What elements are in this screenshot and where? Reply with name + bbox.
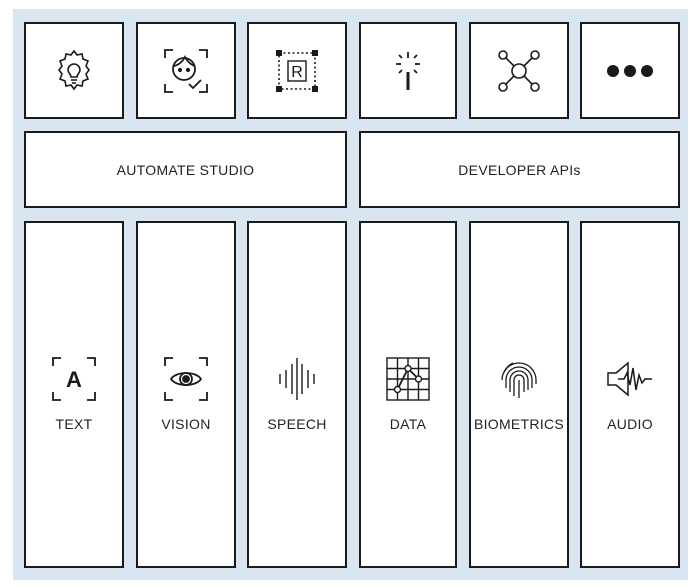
capability-label: TEXT [55, 416, 93, 432]
svg-text:R: R [291, 64, 303, 81]
capability-vision: VISION [136, 221, 236, 568]
automate-studio-box: AUTOMATE STUDIO [24, 131, 347, 208]
more-dots-icon [607, 64, 653, 77]
network-nodes-icon [498, 49, 540, 92]
developer-apis-label: DEVELOPER APIs [458, 161, 581, 178]
capability-audio: AUDIO [580, 221, 680, 568]
capability-label: SPEECH [267, 416, 327, 432]
tile-face-recognition [136, 22, 236, 119]
data-grid-icon [386, 357, 430, 401]
automate-studio-label: AUTOMATE STUDIO [116, 161, 255, 178]
rpa-r-icon: R [276, 49, 318, 92]
face-recognition-icon [164, 48, 208, 93]
capability-biometrics: BIOMETRICS [469, 221, 569, 568]
tile-more [580, 22, 680, 119]
diagram-frame: R AUTOMATE STUDIO DEVE [13, 9, 688, 580]
tile-rpa: R [247, 22, 347, 119]
capability-label: AUDIO [607, 416, 653, 432]
capability-label: BIOMETRICS [473, 416, 565, 432]
fingerprint-icon [501, 362, 537, 398]
tile-magic-wand [359, 22, 457, 119]
svg-text:A: A [66, 367, 82, 392]
tile-network [469, 22, 569, 119]
eye-icon [164, 357, 208, 401]
capability-text: A TEXT [24, 221, 124, 568]
sound-wave-icon [279, 358, 315, 400]
capability-data: DATA [359, 221, 457, 568]
capability-label: DATA [389, 416, 427, 432]
magic-wand-icon [396, 51, 420, 90]
gear-lightbulb-icon [58, 49, 90, 90]
speaker-icon [607, 361, 652, 397]
capability-label: VISION [161, 416, 211, 432]
text-a-icon: A [52, 357, 96, 401]
tile-gear-lightbulb [24, 22, 124, 119]
capability-speech: SPEECH [247, 221, 347, 568]
developer-apis-box: DEVELOPER APIs [359, 131, 680, 208]
